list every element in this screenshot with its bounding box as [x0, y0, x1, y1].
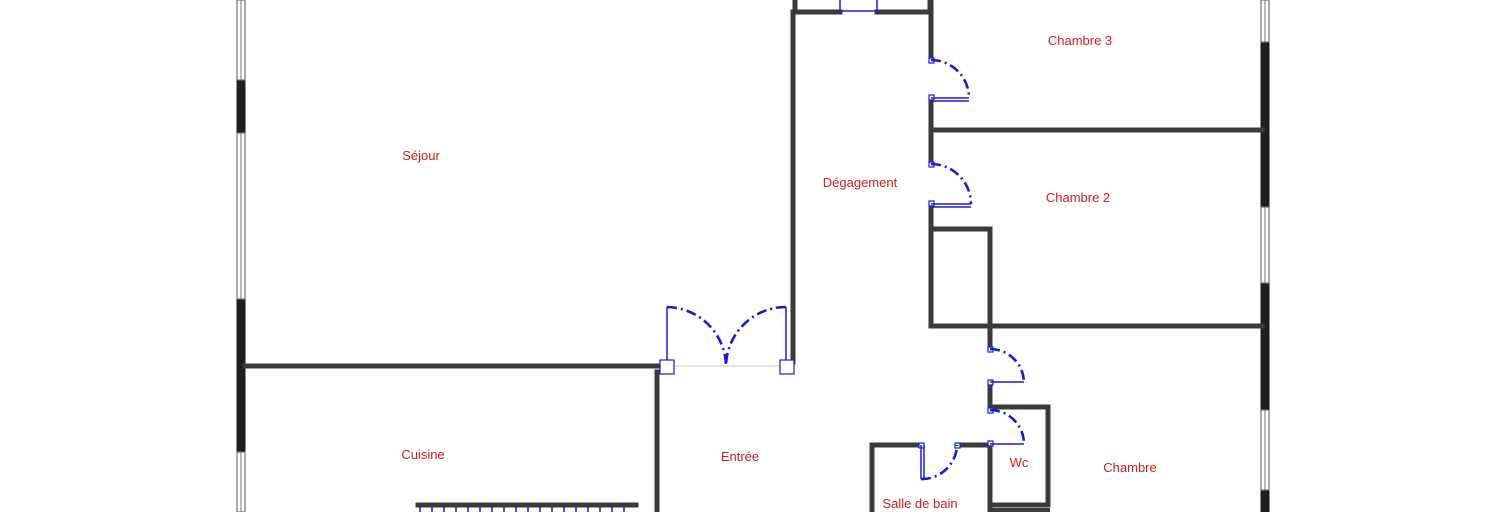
wall-salle-de-bain-left — [869, 442, 924, 512]
doors — [659, 0, 1026, 481]
door-sejour-double — [659, 305, 795, 375]
label-wc: Wc — [1010, 455, 1029, 470]
label-degagement: Dégagement — [823, 175, 898, 190]
door-chambre2 — [928, 161, 973, 208]
door-chambre3 — [928, 57, 971, 102]
wall-chambre2-closet — [928, 226, 993, 352]
cuisine-counter-rail — [419, 507, 625, 512]
door-top-closet — [839, 0, 878, 12]
label-entree: Entrée — [721, 449, 759, 464]
wall-top-closet-left — [792, 0, 843, 15]
wall-wc — [987, 404, 1051, 508]
label-chambre3: Chambre 3 — [1048, 33, 1112, 48]
label-sejour: Séjour — [402, 148, 440, 163]
outer-walls — [236, 0, 1270, 512]
label-salle-de-bain: Salle de bain — [882, 496, 957, 511]
label-cuisine: Cuisine — [401, 447, 444, 462]
windows — [236, 0, 1270, 512]
label-chambre: Chambre — [1103, 460, 1156, 475]
wall-top-closet-right — [874, 0, 933, 15]
label-chambre2: Chambre 2 — [1046, 190, 1110, 205]
door-chambre — [987, 346, 1026, 386]
door-salle-de-bain — [918, 442, 961, 481]
door-wc — [987, 407, 1026, 447]
room-labels: Chambre 3 Séjour Dégagement Chambre 2 Cu… — [401, 33, 1156, 511]
interior-walls — [242, 0, 1265, 512]
